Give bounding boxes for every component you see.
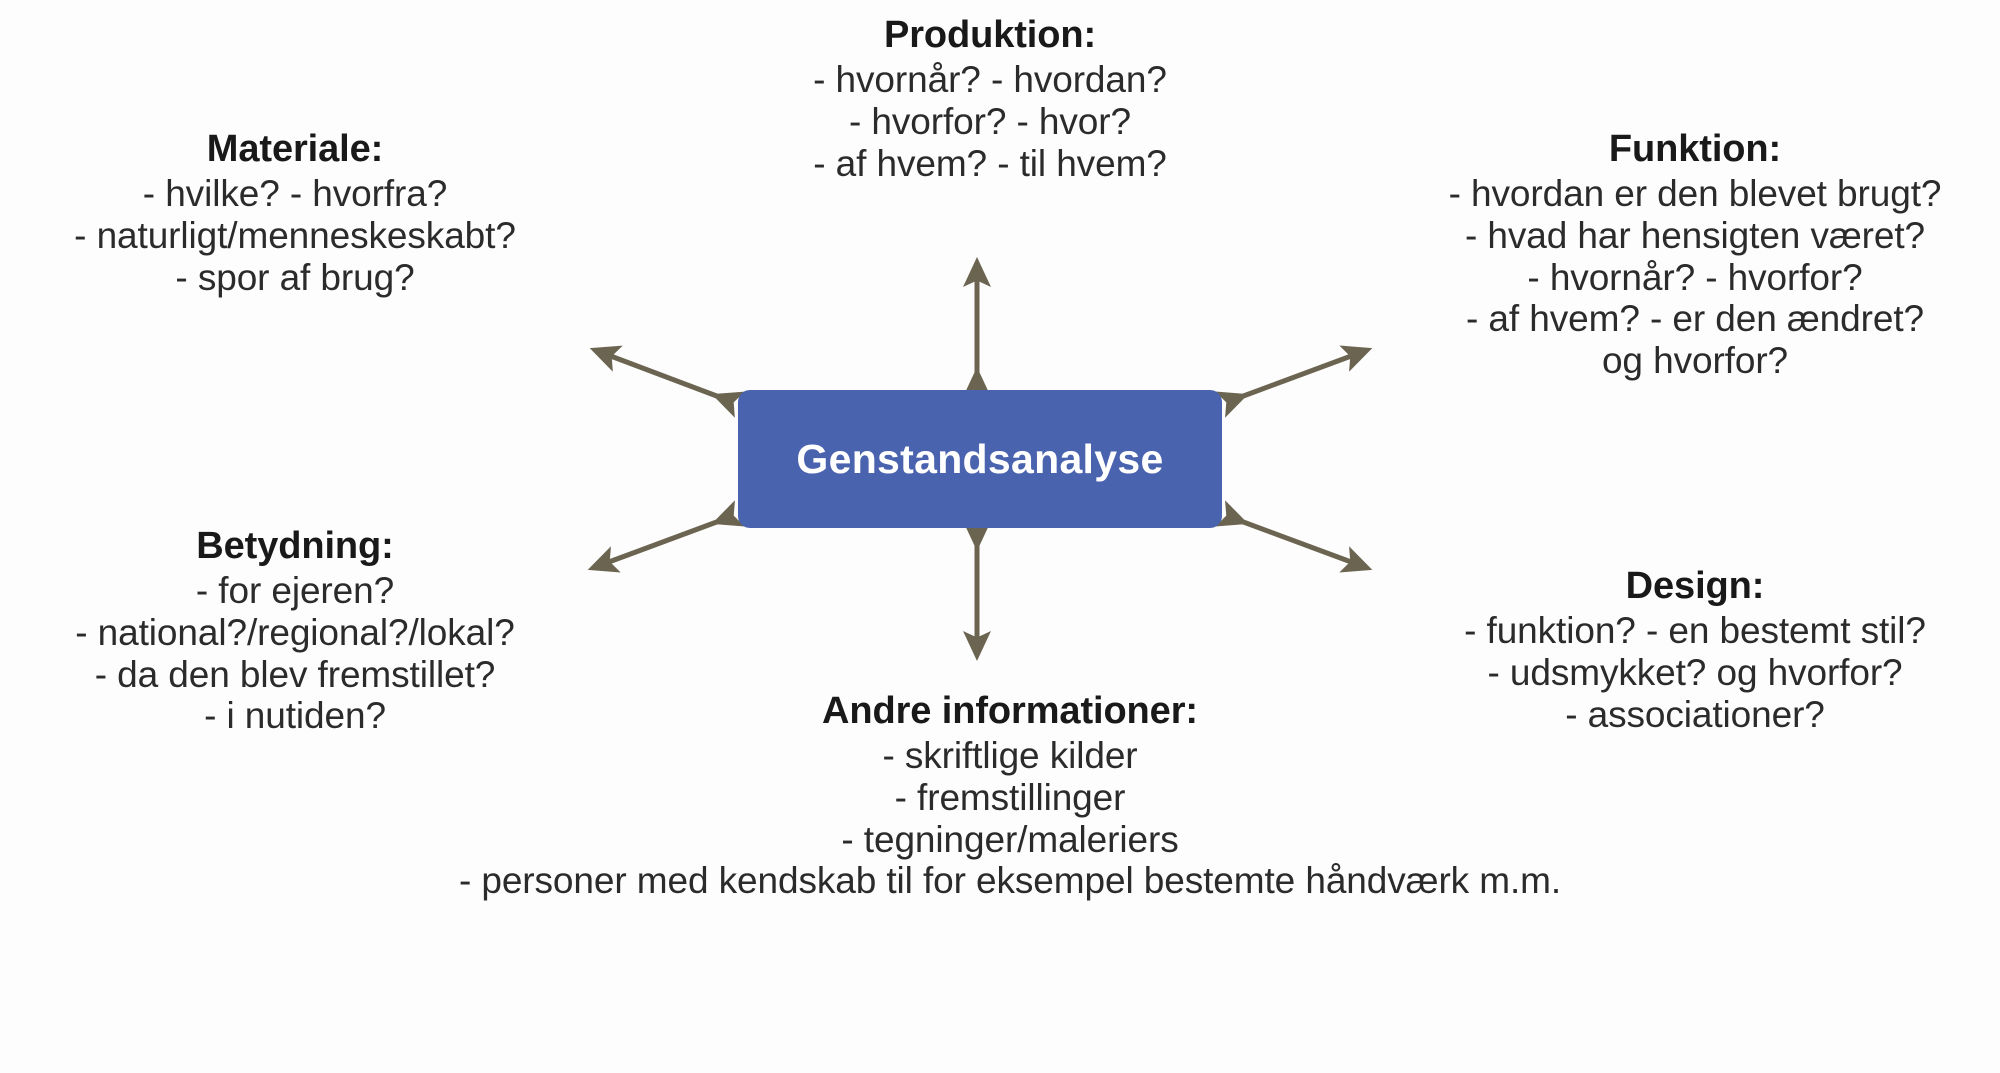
node-funktion[interactable]: Funktion: - hvordan er den blevet brugt?… xyxy=(1390,128,2000,382)
node-design-line-1: - funktion? - en bestemt stil? xyxy=(1464,609,1926,651)
node-andre-title: Andre informationer: xyxy=(822,690,1198,732)
node-produktion-line-3: - af hvem? - til hvem? xyxy=(813,142,1167,184)
node-betydning-title: Betydning: xyxy=(196,525,394,567)
node-andre-informationer[interactable]: Andre informationer: - skriftlige kilder… xyxy=(200,690,1820,902)
node-funktion-line-5: og hvorfor? xyxy=(1601,340,1789,382)
node-funktion-line-1: - hvordan er den blevet brugt? xyxy=(1448,172,1942,214)
node-materiale-line-1: - hvilke? - hvorfra? xyxy=(142,172,448,214)
node-materiale-title: Materiale: xyxy=(206,128,384,170)
arrow-upper-right-funktion xyxy=(1215,345,1373,418)
node-design[interactable]: Design: - funktion? - en bestemt stil? -… xyxy=(1390,565,2000,735)
node-betydning-line-4: - i nutiden? xyxy=(204,695,386,737)
node-materiale-line-3: - spor af brug? xyxy=(175,256,415,298)
node-andre-line-4: - personer med kendskab til for eksempel… xyxy=(458,860,1562,902)
arrow-upper-left-materiale xyxy=(589,345,745,418)
node-materiale[interactable]: Materiale: - hvilke? - hvorfra? - naturl… xyxy=(0,128,590,298)
node-produktion-title: Produktion: xyxy=(883,14,1097,56)
node-funktion-line-4: - af hvem? - er den ændret? xyxy=(1466,298,1924,340)
node-andre-line-2: - fremstillinger xyxy=(894,776,1126,818)
node-design-title: Design: xyxy=(1625,565,1765,607)
center-node-label: Genstandsanalyse xyxy=(796,435,1164,482)
node-andre-line-3: - tegninger/maleriers xyxy=(841,818,1179,860)
node-betydning-line-1: - for ejeren? xyxy=(195,569,395,611)
node-produktion[interactable]: Produktion: - hvornår? - hvordan? - hvor… xyxy=(590,14,1390,184)
node-funktion-line-3: - hvornår? - hvorfor? xyxy=(1527,256,1863,298)
node-design-line-2: - udsmykket? og hvorfor? xyxy=(1487,651,1903,693)
node-funktion-line-2: - hvad har hensigten været? xyxy=(1464,214,1926,256)
node-funktion-title: Funktion: xyxy=(1608,128,1782,170)
arrow-lower-right-design xyxy=(1215,500,1373,573)
node-betydning-line-2: - national?/regional?/lokal? xyxy=(75,611,515,653)
arrow-lower-left-betydning xyxy=(587,500,745,573)
node-materiale-line-2: - naturligt/menneskeskabt? xyxy=(74,214,516,256)
node-andre-line-1: - skriftlige kilder xyxy=(882,734,1138,776)
node-produktion-line-2: - hvorfor? - hvor? xyxy=(849,100,1131,142)
node-betydning-line-3: - da den blev fremstillet? xyxy=(94,653,496,695)
node-produktion-line-1: - hvornår? - hvordan? xyxy=(813,58,1167,100)
node-design-line-3: - associationer? xyxy=(1565,693,1825,735)
node-betydning[interactable]: Betydning: - for ejeren? - national?/reg… xyxy=(0,525,590,737)
center-node-genstandsanalyse[interactable]: Genstandsanalyse xyxy=(738,390,1222,528)
